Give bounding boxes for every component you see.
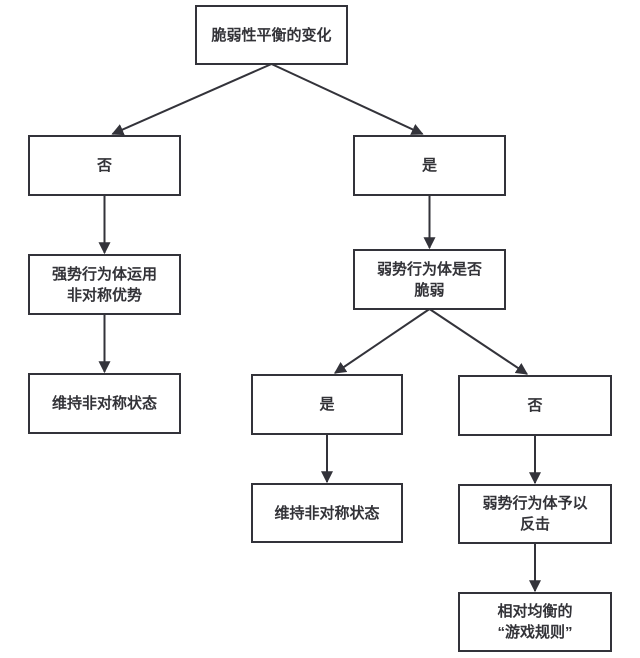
node-weak-actor-fights-back: 弱势行为体予以 反击 [458,484,612,544]
node-root-change-of-vulnerability-balance: 脆弱性平衡的变化 [195,5,348,65]
node-relatively-balanced-game-rules: 相对均衡的 “游戏规则” [458,592,612,652]
edge-weakq-to-yes2 [334,308,431,374]
node-yes-sub-branch: 是 [251,374,403,435]
edge-weakq-to-no2 [428,308,528,375]
node-strong-actor-uses-asymmetric-advantage: 强势行为体运用 非对称优势 [28,254,181,315]
edge-root-to-no1 [111,63,272,136]
edge-root-to-yes1 [271,63,424,135]
node-maintain-asymmetric-state-right: 维持非对称状态 [251,483,403,543]
node-weak-actor-vulnerable-question: 弱势行为体是否 脆弱 [353,249,506,310]
node-no-sub-branch: 否 [458,375,612,436]
node-no-branch: 否 [28,135,181,196]
node-yes-branch: 是 [353,135,506,196]
node-maintain-asymmetric-state-left: 维持非对称状态 [28,373,181,434]
